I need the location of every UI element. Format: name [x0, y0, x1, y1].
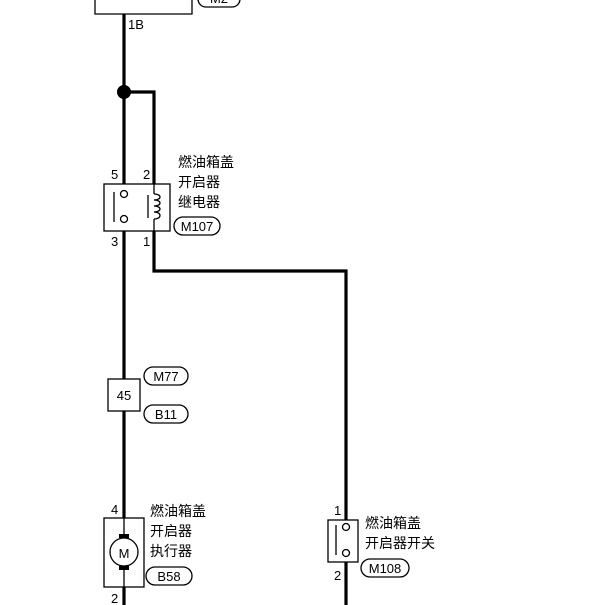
top-connector-badge: [197, 0, 241, 8]
switch-pin-1: 1: [334, 503, 341, 518]
top-component: M2 1B: [94, 0, 241, 32]
actuator-name-line-2: 开启器: [150, 524, 192, 540]
actuator-pin-2: 2: [111, 591, 118, 605]
wire-splice-to-relay-2: [124, 90, 156, 184]
motor-brush-top: [119, 534, 129, 538]
relay-contact-top: [119, 189, 129, 199]
relay-box: [103, 183, 171, 232]
relay-pin-5: 5: [111, 167, 118, 182]
top-component-box: [94, 0, 193, 15]
actuator-connector-label: B58: [157, 569, 180, 584]
top-pin-label: 1B: [128, 17, 144, 32]
switch-name-line-1: 燃油箱盖: [365, 515, 421, 532]
wire-relay-1-to-switch: [152, 231, 348, 520]
motor-symbol: M: [119, 546, 130, 561]
relay-contact-bottom: [119, 214, 129, 224]
switch-connector-label: M108: [369, 561, 402, 576]
switch-pin-2: 2: [334, 568, 341, 583]
relay-pin-3: 3: [111, 234, 118, 249]
relay-pin-2: 2: [143, 167, 150, 182]
splice-dot: [117, 85, 131, 99]
relay-connector-label: M107: [181, 219, 214, 234]
actuator-name-line-3: 执行器: [150, 544, 192, 560]
joint-connector-top-badge: [143, 366, 189, 386]
relay-component: 5 2 3 1: [103, 167, 171, 249]
switch-contact-top: [341, 522, 351, 532]
switch-connector-badge: [360, 558, 410, 578]
relay-name-line-2: 开启器: [178, 175, 220, 191]
joint-pin-label: 45: [117, 388, 131, 403]
switch-name-line-2: 开启器开关: [365, 536, 435, 552]
switch-box: [327, 519, 359, 563]
motor-brush-bottom: [119, 566, 129, 570]
relay-pin-1: 1: [143, 234, 150, 249]
actuator-connector-badge: [145, 566, 193, 586]
actuator-name-line-1: 燃油箱盖: [150, 503, 206, 520]
actuator-pin-4: 4: [111, 502, 118, 517]
top-connector-label: M2: [210, 0, 228, 6]
relay-name-line-3: 继电器: [178, 195, 220, 211]
switch-contact-bottom: [341, 548, 351, 558]
coil-icon: [153, 193, 161, 220]
joint-connector-bottom-label: B11: [155, 407, 177, 422]
relay-connector-badge: [173, 216, 221, 236]
switch-component: 1 2: [327, 503, 359, 583]
relay-name-line-1: 燃油箱盖: [178, 154, 234, 171]
joint-connector-top-label: M77: [153, 369, 178, 384]
joint-connector: 45 M77 B11: [107, 366, 189, 424]
joint-connector-bottom-badge: [143, 404, 189, 424]
